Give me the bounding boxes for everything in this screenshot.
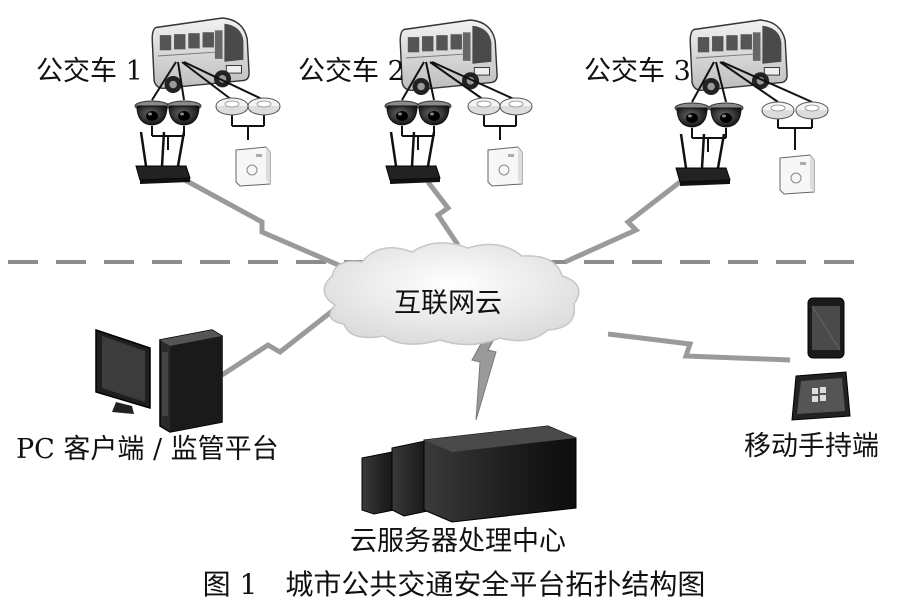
router-icon	[674, 132, 732, 188]
server-center: 云服务器处理中心	[350, 425, 577, 557]
server-label: 云服务器处理中心	[350, 526, 566, 557]
pc-client: PC 客户端 / 监管平台	[16, 328, 279, 465]
link-bus2-cloud	[426, 180, 461, 247]
bus-label-2: 公交车 2	[298, 56, 405, 87]
link-bus1-cloud	[183, 177, 351, 273]
control-box-icon	[235, 146, 271, 187]
phone-icon	[807, 297, 845, 359]
link-mobile-cloud	[607, 331, 791, 363]
internet-cloud: 互联网云	[323, 242, 580, 346]
camera-icon	[166, 100, 202, 126]
smoke-sensor-icon	[247, 97, 281, 116]
control-box-icon	[487, 146, 523, 187]
bus-group-3: 公交车 3	[584, 19, 829, 195]
camera-icon	[134, 100, 170, 126]
camera-icon	[384, 100, 420, 126]
mobile-devices: 移动手持端	[744, 297, 879, 462]
bus-group-1: 公交车 1	[36, 17, 281, 187]
router-icon	[134, 130, 192, 186]
smoke-sensor-icon	[499, 97, 533, 116]
bus-icon	[151, 17, 250, 94]
figure-caption: 图 1 城市公共交通安全平台拓扑结构图	[203, 568, 706, 601]
link-pc-cloud	[220, 303, 342, 378]
control-box-icon	[779, 154, 815, 195]
link-bus3-cloud	[563, 180, 682, 265]
bus-label-3: 公交车 3	[584, 56, 691, 87]
camera-icon	[416, 100, 452, 126]
camera-icon	[674, 102, 710, 128]
cloud-label: 互联网云	[394, 288, 502, 319]
bus-label-1: 公交车 1	[36, 56, 143, 87]
tablet-icon	[791, 371, 851, 421]
pc-label: PC 客户端 / 监管平台	[16, 434, 279, 465]
wireless-links	[183, 177, 791, 378]
bus-group-2: 公交车 2	[298, 19, 533, 187]
smoke-sensor-icon	[467, 97, 501, 116]
smoke-sensor-icon	[795, 101, 829, 120]
camera-icon	[708, 102, 744, 128]
smoke-sensor-icon	[761, 101, 795, 120]
smoke-sensor-icon	[215, 97, 249, 116]
mobile-label: 移动手持端	[744, 431, 879, 462]
router-icon	[384, 130, 442, 186]
